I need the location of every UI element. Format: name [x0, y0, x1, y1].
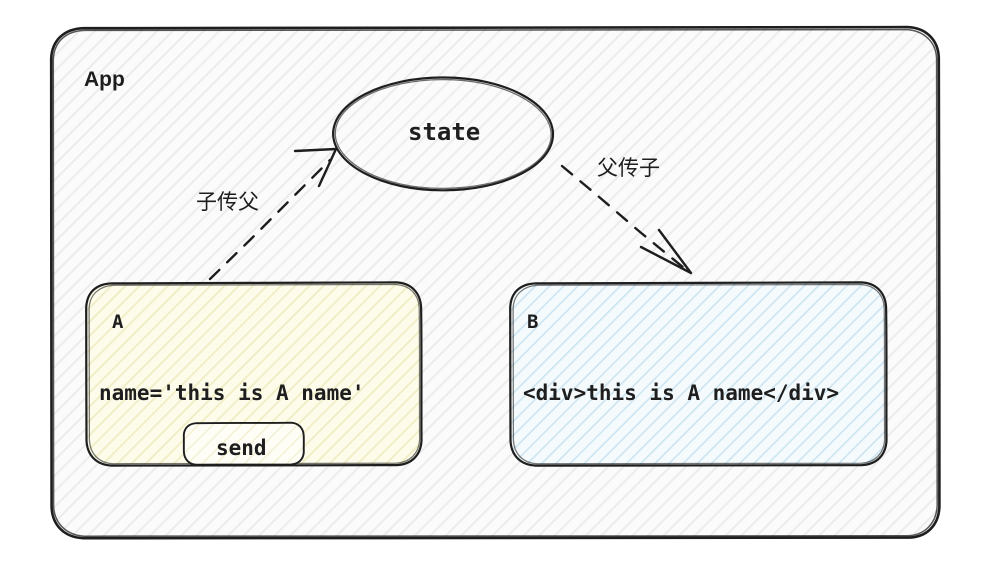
edge-state-to-b — [560, 164, 693, 275]
edge-a-to-state — [208, 147, 338, 281]
box-a[interactable] — [85, 281, 423, 467]
state-node — [331, 76, 555, 192]
send-button[interactable] — [182, 421, 305, 466]
box-b[interactable] — [509, 281, 888, 467]
